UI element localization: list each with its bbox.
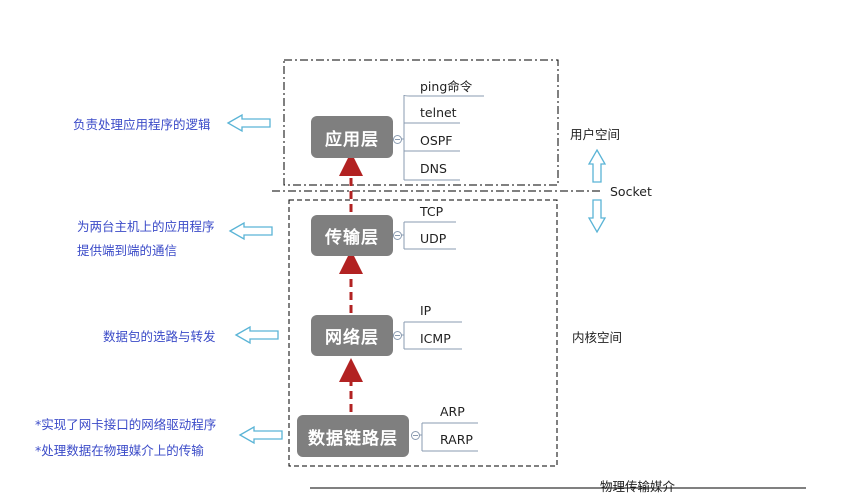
note-transport-line2: 提供端到端的通信 — [77, 243, 178, 258]
kernel-space-label: 内核空间 — [572, 330, 623, 345]
network-protocol-tree — [398, 321, 462, 350]
collapse-toggle-transport[interactable] — [393, 231, 402, 240]
physical-medium-label: 物理传输媒介 — [600, 479, 676, 494]
layer-transport-box[interactable]: 传输层 — [311, 215, 393, 256]
note-app: 负责处理应用程序的逻辑 — [73, 117, 211, 132]
collapse-toggle-network[interactable] — [393, 331, 402, 340]
user-space-boundary — [283, 59, 559, 186]
protocol-label: TCP — [420, 204, 444, 219]
protocol-label: telnet — [420, 105, 457, 120]
protocol-label: UDP — [420, 231, 447, 246]
note-arrows — [226, 113, 283, 445]
note-arrow-app — [226, 113, 271, 133]
layer-network-box[interactable]: 网络层 — [311, 315, 393, 356]
socket-label: Socket — [610, 184, 652, 199]
collapse-toggle-app[interactable] — [393, 135, 402, 144]
collapse-toggle-datalink[interactable] — [411, 431, 420, 440]
protocol-label: ICMP — [420, 331, 451, 346]
down-arrow — [587, 199, 607, 234]
user-space-label: 用户空间 — [570, 127, 621, 142]
protocol-label: ARP — [440, 404, 465, 419]
protocol-label: ping命令 — [420, 79, 473, 94]
note-transport-line1: 为两台主机上的应用程序 — [77, 219, 215, 234]
note-datalink-line2: *处理数据在物理媒介上的传输 — [35, 443, 204, 458]
note-datalink-line1: *实现了网卡接口的网络驱动程序 — [35, 417, 217, 432]
note-network: 数据包的选路与转发 — [103, 329, 216, 344]
note-arrow-datalink — [238, 425, 283, 445]
space-transition-arrows — [587, 148, 607, 234]
kernel-space-boundary — [288, 199, 558, 467]
protocol-label: DNS — [420, 161, 447, 176]
protocol-label: IP — [420, 303, 432, 318]
up-arrow — [587, 148, 607, 183]
note-arrow-transport — [228, 221, 273, 241]
layer-app-box[interactable]: 应用层 — [311, 116, 393, 158]
protocol-label: OSPF — [420, 133, 453, 148]
note-arrow-network — [234, 325, 279, 345]
layer-datalink-box[interactable]: 数据链路层 — [297, 415, 409, 457]
protocol-label: RARP — [440, 432, 473, 447]
app-protocol-tree — [398, 94, 484, 181]
